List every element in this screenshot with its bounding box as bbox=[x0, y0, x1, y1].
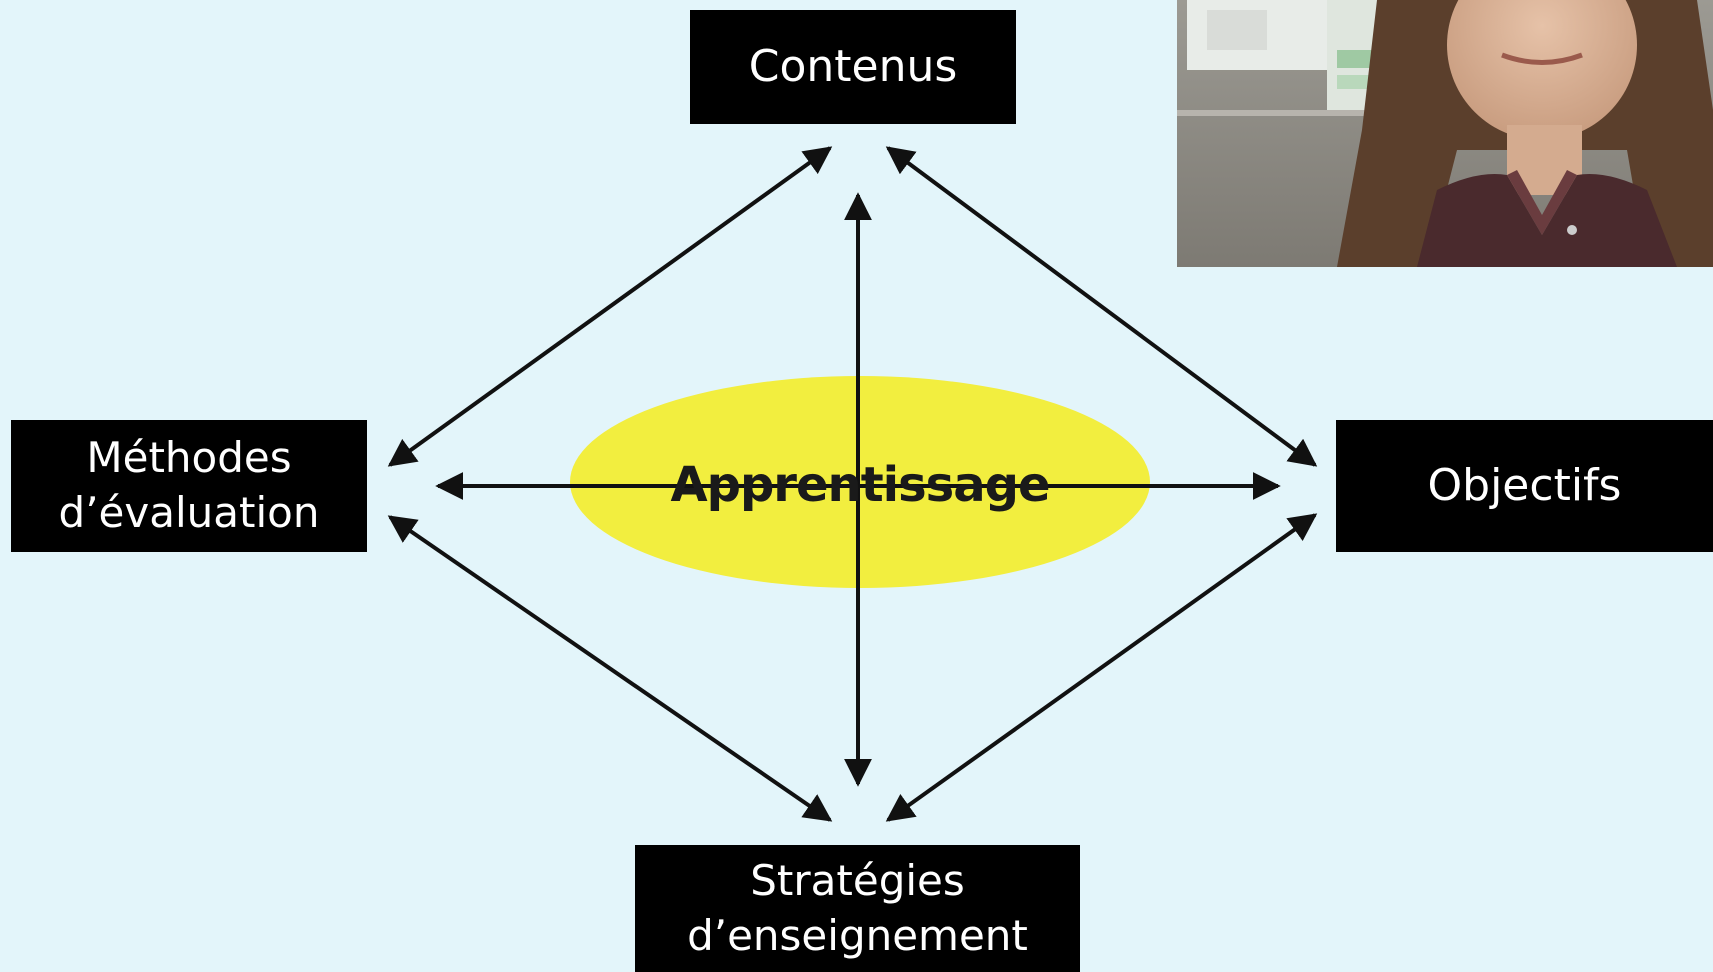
node-strategies-label-line2: d’enseignement bbox=[687, 910, 1028, 960]
node-strategies-enseignement: Stratégies d’enseignement bbox=[635, 845, 1080, 972]
center-label: Apprentissage bbox=[670, 457, 1050, 513]
node-strategies-label-line1: Stratégies bbox=[750, 855, 965, 905]
node-contenus: Contenus bbox=[690, 10, 1016, 124]
node-methodes-label-line2: d’évaluation bbox=[58, 488, 320, 537]
node-objectifs-label: Objectifs bbox=[1427, 460, 1622, 512]
arrow-left-top bbox=[387, 146, 833, 467]
node-objectifs: Objectifs bbox=[1336, 420, 1713, 552]
node-contenus-label: Contenus bbox=[748, 41, 958, 93]
arrow-right-bottom bbox=[885, 513, 1318, 822]
node-methodes-label-line1: Méthodes bbox=[86, 433, 292, 483]
node-methodes-evaluation: Méthodes d’évaluation bbox=[11, 420, 367, 552]
arrow-left-bottom bbox=[387, 515, 833, 822]
presenter-video-icon bbox=[1177, 0, 1713, 267]
arrow-top-right bbox=[885, 146, 1318, 467]
webcam-overlay bbox=[1177, 0, 1713, 267]
